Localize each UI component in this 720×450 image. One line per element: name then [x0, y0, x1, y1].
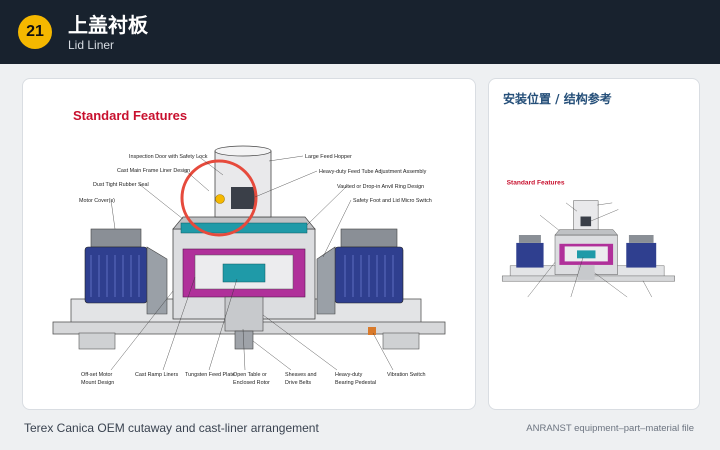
main-figure-card: Standard Features	[22, 78, 476, 410]
label-bearing-line1: Heavy-duty	[335, 372, 363, 378]
reference-card: 安装位置 / 结构参考 Standard Features	[488, 78, 700, 410]
motor-cover-left	[90, 228, 142, 248]
label-open-table-line2: Enclosed Rotor	[233, 380, 270, 386]
figure-caption: Terex Canica OEM cutaway and cast-liner …	[24, 421, 319, 435]
reference-thumbnail: Standard Features	[501, 179, 675, 298]
label-open-table-line1: Open Table or	[233, 372, 267, 378]
motor-mount-right	[316, 246, 336, 315]
label-anvil-ring: Vaulted or Drop-in Anvil Ring Design	[337, 184, 424, 190]
label-cast-main-frame: Cast Main Frame Liner Design	[117, 168, 190, 174]
base-foot-left	[78, 332, 116, 350]
label-tungsten: Tungsten Feed Plate	[185, 372, 235, 378]
base-foot-right	[382, 332, 420, 350]
label-dust-seal: Dust Tight Rubber Seal	[93, 182, 149, 188]
crusher-cutaway-diagram: Standard Features	[52, 108, 446, 386]
label-inspection-door: Inspection Door with Safety Lock	[129, 154, 208, 160]
lid-liner-marker	[215, 194, 225, 204]
label-offset-motor-line2: Mount Design	[81, 380, 114, 386]
figure-heading: Standard Features	[73, 108, 187, 123]
rotor	[222, 263, 266, 283]
slide-number-badge: 21	[18, 15, 52, 49]
thumb-heading: Standard Features	[507, 179, 565, 186]
motor-cover-right	[340, 228, 398, 248]
feed-tube-assembly	[231, 187, 255, 209]
label-bearing-line2: Bearing Pedestal	[335, 380, 376, 386]
hopper-opening	[214, 145, 272, 157]
bearing-pedestal	[224, 296, 264, 332]
label-vibration: Vibration Switch	[387, 372, 426, 378]
label-large-feed-hopper: Large Feed Hopper	[305, 154, 352, 160]
label-motor-covers: Motor Cover(s)	[79, 198, 115, 204]
header-bar: 21 上盖衬板 Lid Liner	[0, 0, 720, 64]
label-safety-foot: Safety Foot and Lid Micro Switch	[353, 198, 432, 204]
label-feed-tube: Heavy-duty Feed Tube Adjustment Assembly	[319, 169, 427, 175]
page-subtitle: Lid Liner	[68, 38, 115, 52]
label-sheaves-line1: Sheaves and	[285, 372, 316, 378]
motor-mount-left	[146, 246, 168, 315]
leader-lines	[110, 155, 394, 371]
page-title: 上盖衬板	[68, 13, 148, 37]
anvil-ring	[180, 222, 308, 234]
vibration-switch-box	[368, 327, 376, 335]
source-note: ANRANST equipment–part–material file	[526, 423, 694, 434]
label-cast-ramp: Cast Ramp Liners	[135, 372, 178, 378]
label-offset-motor-line1: Off-set Motor	[81, 372, 113, 378]
reference-title: 安装位置 / 结构参考	[503, 92, 612, 106]
lid-liner-highlight-circle	[180, 159, 258, 237]
label-sheaves-line2: Drive Belts	[285, 380, 311, 386]
motor-left	[84, 246, 148, 304]
